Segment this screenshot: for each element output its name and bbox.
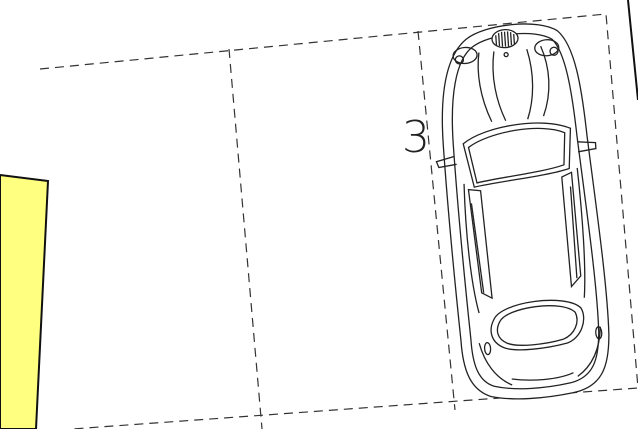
- sticky-note: [0, 173, 50, 429]
- frame-edge: [627, 0, 638, 101]
- car-top-view-icon: [435, 23, 610, 400]
- space-divider-2: [417, 30, 456, 411]
- space-number-label: 3: [402, 112, 430, 163]
- space-divider-1: [228, 48, 263, 429]
- parking-lot-outline: [39, 13, 638, 429]
